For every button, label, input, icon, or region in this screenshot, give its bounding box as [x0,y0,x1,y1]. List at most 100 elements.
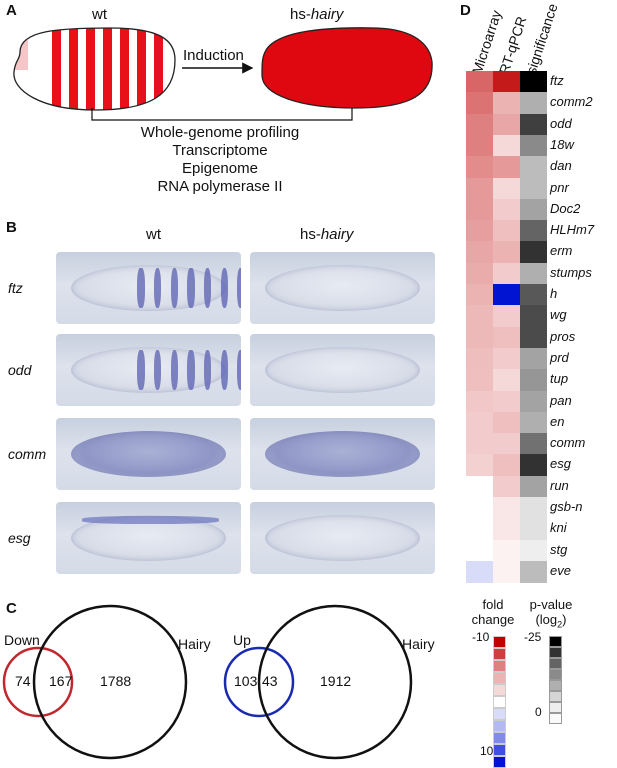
heatmap-cell-significance [520,518,547,541]
expression-stripe [220,267,229,309]
heatmap-cell-rtqpcr [493,560,520,583]
expression-stripe [204,267,212,309]
legend-fold-title-line: fold [482,597,504,612]
heatmap-cell-significance [520,305,547,328]
wt-odd-embryo-image [56,334,241,406]
legend-p-title: p-value (log2) [522,597,580,633]
heatmap-cell-microarray [466,113,493,136]
heatmap-cell-microarray [466,71,493,93]
heatmap-cell-microarray [466,177,493,200]
profiling-caption: Whole-genome profiling Transcriptome Epi… [0,124,440,196]
heatmap-gene-label: kni [550,520,567,536]
heatmap-cell-significance [520,241,547,264]
heatmap-gene-label: erm [550,243,573,259]
panel-letter-b: B [6,219,17,236]
heatmap-cell-microarray [466,134,493,157]
venn-up-overlap: 43 [262,673,278,689]
heatmap-cell-significance [520,497,547,519]
heatmap-cell-significance [520,369,547,391]
heatmap-cell-significance [520,198,547,221]
hs-ftz-embryo-image [250,252,435,324]
wt-esg-embryo-image [56,502,241,574]
venn-up-label: Up [233,632,251,648]
heatmap-gene-label: tup [550,371,569,387]
legend-fold-top: -10 [472,630,490,644]
heatmap-cell-rtqpcr [493,262,520,285]
hs-hairy-embryo [261,27,433,109]
legend-p-swatch [549,713,562,724]
heatmap-cell-microarray [466,390,493,413]
legend-p-top: -25 [524,630,542,644]
heatmap-cell-significance [520,347,547,370]
caption-line: RNA polymerase II [157,178,283,195]
legend-fold-swatch [493,708,506,720]
wt-stripe [103,28,112,110]
legend-fold-swatch [493,636,506,648]
caption-line: Transcriptome [172,142,268,159]
heatmap-cell-microarray [466,433,493,455]
heatmap-cell-microarray [466,305,493,328]
heatmap-cell-microarray [466,284,493,306]
induction-label: Induction [183,47,244,64]
venn-hairy-label-left: Hairy [178,636,211,652]
bracket-line [91,108,353,121]
heatmap-cell-rtqpcr [493,305,520,328]
heatmap-gene-label: dan [550,158,572,174]
heatmap-cell-significance [520,134,547,157]
legend-p-swatch [549,702,562,713]
heatmap-cell-rtqpcr [493,177,520,200]
venn-down-overlap: 167 [49,673,73,689]
venn-down-circle [2,646,74,718]
venn-up-circle [223,646,295,718]
hs-odd-embryo-image [250,334,435,406]
heatmap-cell-rtqpcr [493,220,520,242]
heatmap-cell-significance [520,284,547,306]
legend-fold-title-line: change [471,612,515,627]
heatmap-cell-significance [520,475,547,498]
heatmap-cell-rtqpcr [493,433,520,455]
heatmap-cell-rtqpcr [493,518,520,541]
heatmap-cell-microarray [466,262,493,285]
heatmap-cell-microarray [466,539,493,562]
heatmap-gene-label: pnr [550,179,569,195]
heatmap-gene-label: Doc2 [550,200,581,216]
heatmap-cell-significance [520,262,547,285]
legend-fold-title: fold change [466,597,520,627]
venn-hairy-only-left: 1788 [100,673,132,689]
heatmap-cell-rtqpcr [493,92,520,115]
legend-fold-swatch [493,744,506,756]
legend-fold-swatch [493,756,506,768]
wt-ftz-embryo-image [56,252,241,324]
heatmap-cell-significance [520,220,547,242]
heatmap-cell-microarray [466,347,493,370]
heatmap-gene-label: pros [550,328,576,344]
heatmap-gene-label: ftz [550,73,564,88]
legend-fold-swatch [493,648,506,660]
heatmap-gene-label: eve [550,562,571,578]
hs-comm-embryo-image [250,418,435,490]
legend-p-swatch [549,658,562,669]
heatmap-cell-significance [520,560,547,583]
venn-hairy-circle-left [32,604,188,760]
heatmap-gene-label: esg [550,456,571,472]
heatmap-cell-rtqpcr [493,71,520,93]
expression-stripe [187,267,195,309]
row-gene-label: comm [8,446,47,462]
heatmap-cell-rtqpcr [493,284,520,306]
heatmap-cell-microarray [466,326,493,349]
heatmap-cell-significance [520,113,547,136]
venn-hairy-only-right: 1912 [320,673,352,689]
heatmap-cell-microarray [466,198,493,221]
heatmap-cell-significance [520,433,547,455]
heatmap-gene-label: prd [550,349,569,365]
heatmap-cell-rtqpcr [493,326,520,349]
dorsal-expression-band [81,516,219,524]
heatmap-cell-significance [520,92,547,115]
heatmap-cell-significance [520,539,547,562]
venn-up-only: 103 [234,673,258,689]
wt-label: wt [92,6,107,23]
heatmap-cell-rtqpcr [493,198,520,221]
wt-stripe [52,28,61,110]
heatmap-cell-microarray [466,560,493,583]
legend-fold-swatch [493,684,506,696]
